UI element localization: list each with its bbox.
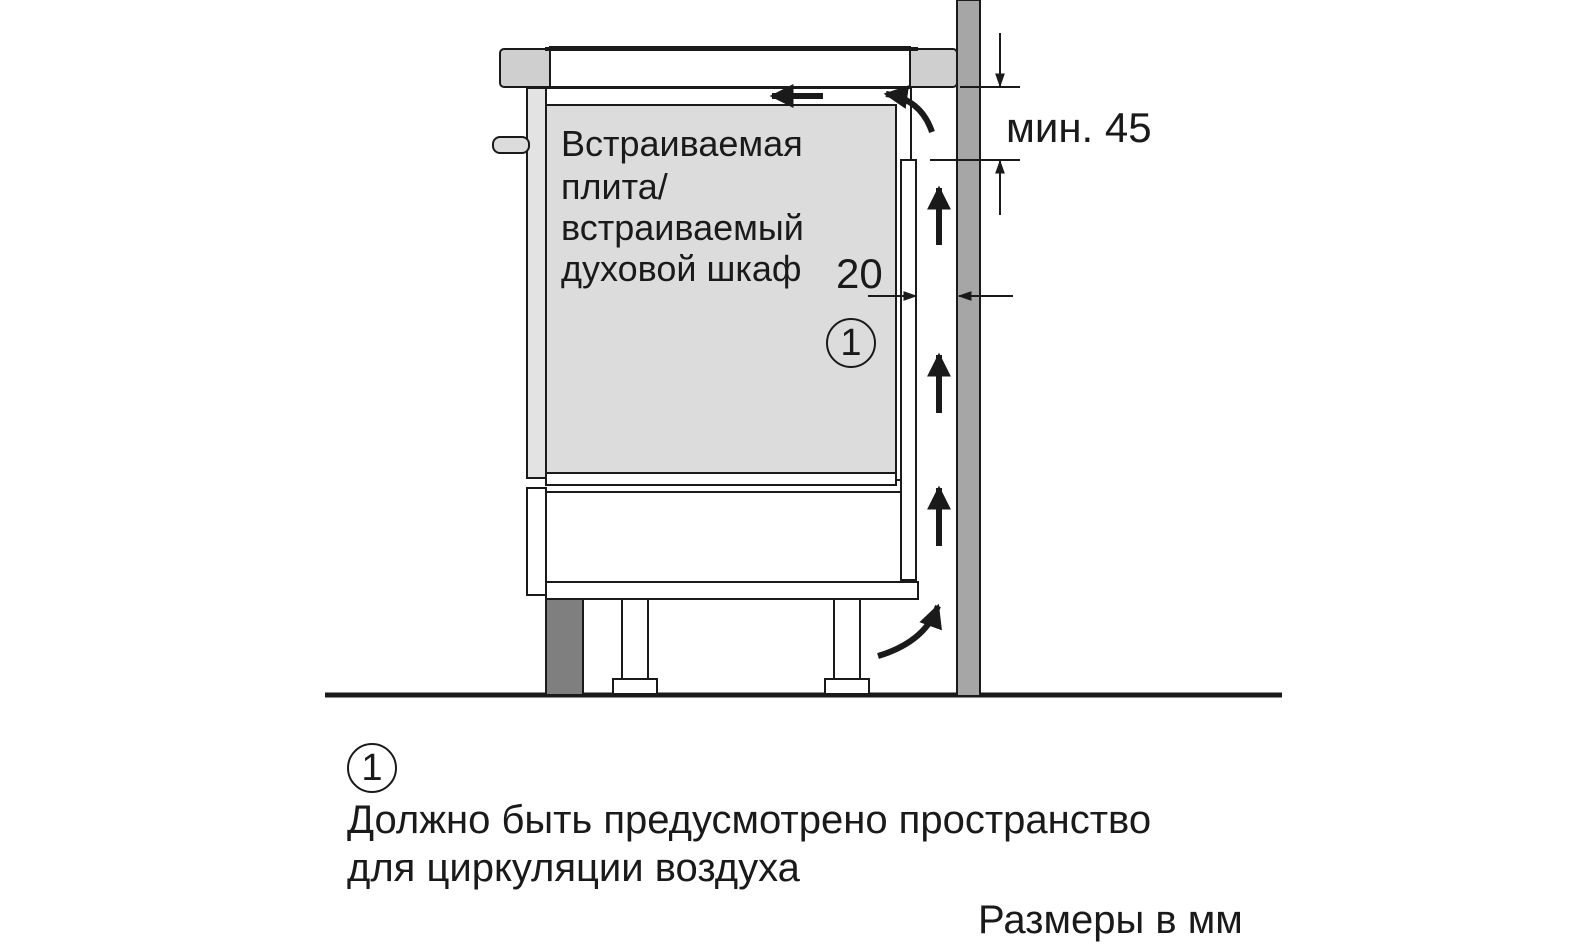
dimension-gap-side: 20 <box>836 250 883 297</box>
cabinet-bottom-board <box>545 581 919 600</box>
appliance-label-line: духовой шкаф <box>561 248 802 289</box>
wall <box>956 0 981 697</box>
cabinet-leg <box>833 598 861 680</box>
callout-marker: 1 <box>826 318 876 368</box>
cabinet-leg-foot <box>824 678 870 695</box>
legend-marker: 1 <box>347 743 397 793</box>
cabinet-back-panel <box>900 159 917 581</box>
units-note: Размеры в мм <box>978 898 1243 942</box>
drawer-body <box>545 491 902 583</box>
plinth <box>545 598 584 696</box>
legend-text-line: Должно быть предусмотрено пространство <box>347 798 1152 842</box>
oven-bottom-rail <box>545 472 897 486</box>
cabinet-leg <box>621 598 649 680</box>
oven-handle <box>492 136 530 154</box>
dimension-gap-top: мин. 45 <box>1006 104 1152 151</box>
legend-text-line: для циркуляции воздуха <box>347 846 800 890</box>
oven-body <box>545 104 897 474</box>
appliance-label-line: Встраиваемая <box>561 123 803 164</box>
cabinet-leg-foot <box>612 678 658 695</box>
appliance-label-line: встраиваемый <box>561 207 804 248</box>
drawer-front <box>526 487 547 596</box>
cooktop <box>549 46 911 88</box>
airflow-arrow-top-curve <box>883 85 935 134</box>
appliance-label-line: плита/ <box>561 166 668 207</box>
airflow-arrow-inlet <box>877 603 942 659</box>
